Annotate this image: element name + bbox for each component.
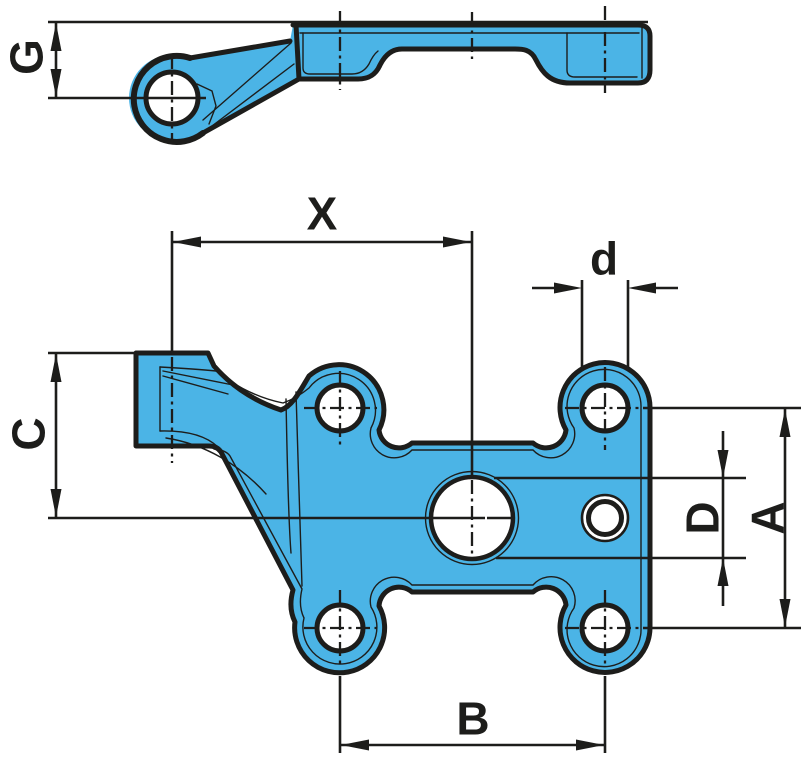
arrowhead-c-top bbox=[50, 354, 62, 382]
arrowhead-a-bottom bbox=[779, 599, 791, 627]
dim-label-a: A bbox=[742, 501, 794, 534]
arrowhead-c-bottom bbox=[50, 489, 62, 517]
front-plate-outline bbox=[133, 350, 653, 676]
dimension-g: G bbox=[1, 20, 648, 100]
front-view: X d C D bbox=[3, 188, 801, 753]
dim-label-d: d bbox=[590, 233, 618, 285]
arrowhead-x-left bbox=[173, 236, 201, 248]
arrowhead-a-top bbox=[779, 409, 791, 437]
arrowhead-d-left bbox=[554, 282, 582, 294]
dim-label-c: C bbox=[3, 417, 55, 450]
dimension-d-big: D bbox=[494, 431, 746, 606]
arrowhead-b-left bbox=[341, 739, 369, 751]
front-plate-fill bbox=[136, 353, 651, 673]
dim-label-dbig: D bbox=[677, 501, 729, 534]
arrowhead-x-right bbox=[443, 236, 471, 248]
side-centerlines bbox=[170, 6, 607, 142]
arrowhead-dbig-bottom bbox=[717, 558, 729, 586]
dimension-b: B bbox=[338, 676, 607, 753]
dim-label-x: X bbox=[307, 188, 338, 240]
arrowhead-g-top bbox=[50, 23, 62, 51]
side-outline bbox=[130, 22, 653, 145]
arrowhead-b-right bbox=[576, 739, 604, 751]
dimension-d: d bbox=[532, 233, 678, 368]
side-view: G bbox=[1, 6, 653, 145]
ring-boss bbox=[580, 493, 630, 543]
arrowhead-dbig-top bbox=[717, 450, 729, 478]
dimension-x: X bbox=[170, 188, 474, 477]
dim-label-g: G bbox=[1, 39, 53, 75]
front-centerlines bbox=[170, 357, 640, 668]
side-body-fill bbox=[133, 25, 651, 142]
dim-label-b: B bbox=[456, 693, 489, 745]
side-detail-lines bbox=[196, 27, 643, 127]
arrowhead-d-right bbox=[628, 282, 656, 294]
side-boss-outline bbox=[130, 52, 206, 145]
dimension-c: C bbox=[3, 351, 485, 520]
dimension-a: A bbox=[643, 406, 801, 630]
arrowhead-g-bottom bbox=[50, 69, 62, 97]
